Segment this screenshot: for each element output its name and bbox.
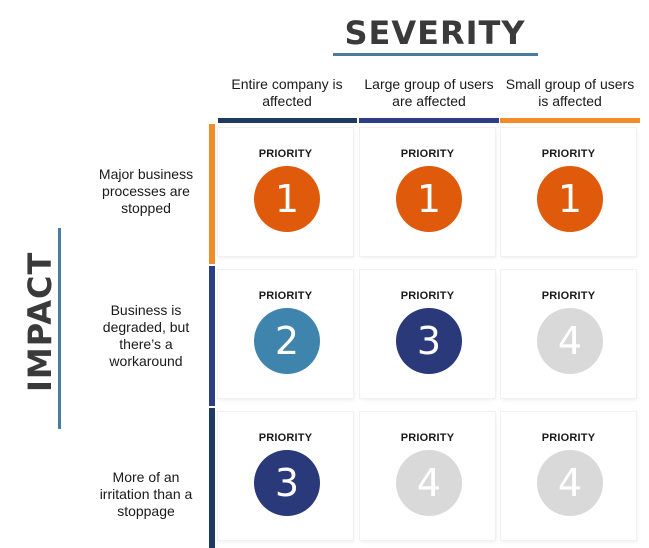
priority-cell-r2-c1: PRIORITY 2 (218, 270, 353, 398)
priority-cell-r1-c3: PRIORITY 1 (501, 128, 636, 256)
column-bar-small-group (500, 118, 640, 123)
priority-circle: 2 (254, 308, 320, 374)
priority-circle: 4 (396, 450, 462, 516)
priority-cell-r3-c2: PRIORITY 4 (360, 412, 495, 540)
column-bar-large-group (359, 118, 499, 123)
column-bar-entire-company (218, 118, 357, 123)
priority-cell-r3-c1: PRIORITY 3 (218, 412, 353, 540)
priority-cell-r1-c2: PRIORITY 1 (360, 128, 495, 256)
column-header-small-group: Small group of users is affected (505, 76, 635, 109)
priority-circle: 4 (537, 308, 603, 374)
priority-label: PRIORITY (258, 432, 313, 444)
priority-circle: 1 (537, 166, 603, 232)
priority-label: PRIORITY (541, 148, 596, 160)
priority-label: PRIORITY (400, 148, 455, 160)
priority-label: PRIORITY (541, 432, 596, 444)
priority-circle: 1 (254, 166, 320, 232)
column-header-entire-company: Entire company is affected (231, 76, 343, 109)
row-bar-major-stopped (209, 124, 215, 264)
priority-label: PRIORITY (400, 290, 455, 302)
row-bar-irritation (209, 408, 215, 548)
priority-circle: 1 (396, 166, 462, 232)
priority-cell-r2-c3: PRIORITY 4 (501, 270, 636, 398)
priority-label: PRIORITY (541, 290, 596, 302)
row-bar-degraded (209, 266, 215, 406)
priority-circle: 3 (396, 308, 462, 374)
impact-underline (58, 228, 61, 429)
priority-circle: 4 (537, 450, 603, 516)
priority-label: PRIORITY (400, 432, 455, 444)
row-header-major-stopped: Major business processes are stopped (98, 166, 194, 216)
row-header-degraded: Business is degraded, but there’s a work… (102, 302, 190, 369)
priority-label: PRIORITY (258, 290, 313, 302)
priority-cell-r1-c1: PRIORITY 1 (218, 128, 353, 256)
priority-cell-r2-c2: PRIORITY 3 (360, 270, 495, 398)
severity-title: SEVERITY (344, 14, 526, 52)
row-header-irritation: More of an irritation than a stoppage (99, 469, 193, 519)
column-header-large-group: Large group of users are affected (364, 76, 494, 109)
priority-label: PRIORITY (258, 148, 313, 160)
impact-title: IMPACT (21, 251, 59, 392)
priority-circle: 3 (254, 450, 320, 516)
severity-underline (333, 53, 538, 56)
priority-cell-r3-c3: PRIORITY 4 (501, 412, 636, 540)
